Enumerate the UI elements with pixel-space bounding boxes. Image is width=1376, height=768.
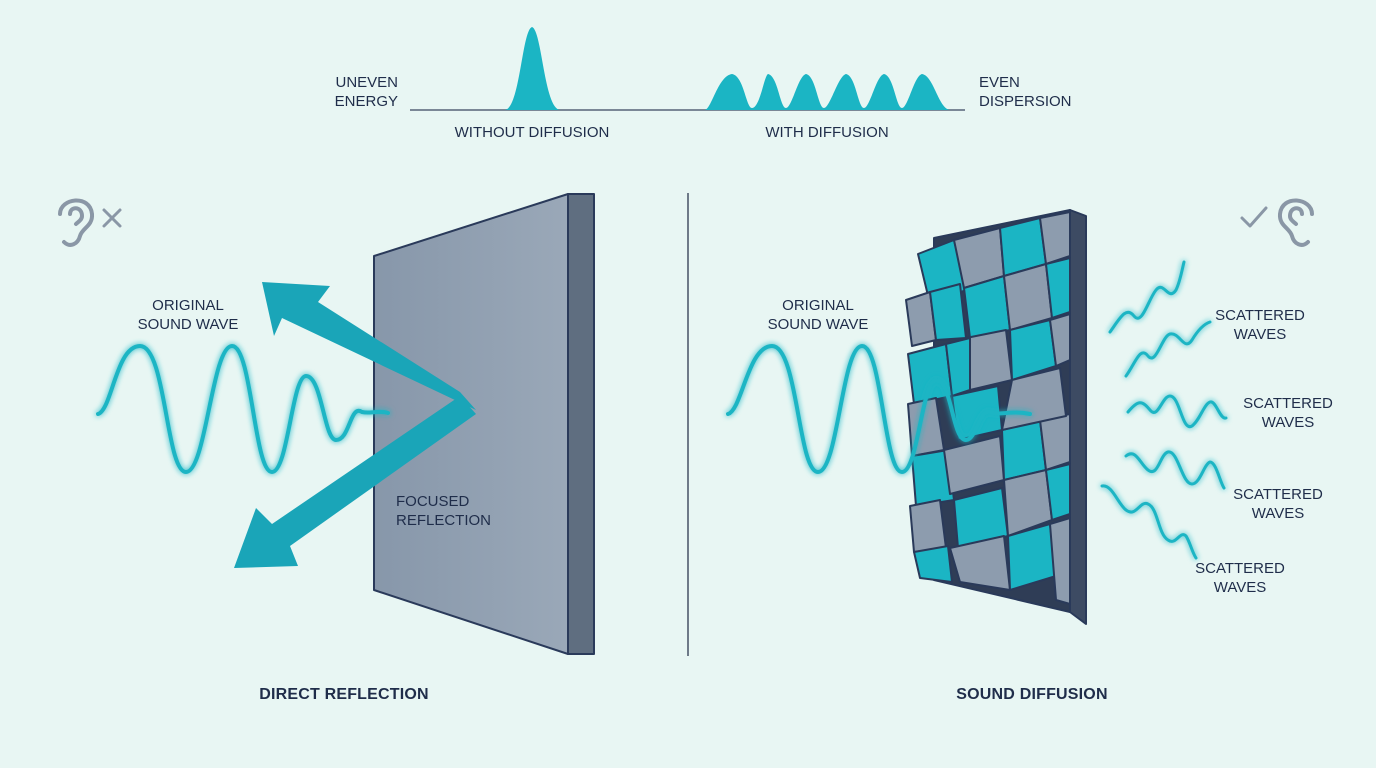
flat-wall xyxy=(373,193,595,655)
uneven-energy-label: UNEVEN ENERGY xyxy=(334,74,398,110)
original-sound-wave-right xyxy=(726,343,1032,475)
even-energy-peaks xyxy=(705,74,950,110)
without-diffusion-label: WITHOUT DIFFUSION xyxy=(454,124,610,141)
cross-icon xyxy=(102,208,122,228)
focused-reflection-label: FOCUSED REFLECTION xyxy=(396,493,492,529)
energy-graph xyxy=(410,27,965,111)
scattered-wave xyxy=(1124,450,1226,490)
scattered-waves-label: SCATTERED WAVES xyxy=(1215,307,1305,343)
original-sound-wave-label-left: ORIGINAL SOUND WAVE xyxy=(137,297,239,333)
original-sound-wave-label-right: ORIGINAL SOUND WAVE xyxy=(767,297,869,333)
scattered-wave xyxy=(1108,260,1186,334)
ear-icon xyxy=(1277,198,1314,247)
ear-icon xyxy=(58,198,95,247)
scattered-waves-label: SCATTERED WAVES xyxy=(1243,395,1333,431)
scattered-waves-label: SCATTERED WAVES xyxy=(1233,486,1323,522)
diffuser-backplate xyxy=(1069,209,1087,625)
scattered-wave xyxy=(1124,320,1212,378)
original-sound-wave-left xyxy=(96,343,390,475)
reflection-arrow-down xyxy=(234,396,476,568)
scattered-waves-label: SCATTERED WAVES xyxy=(1195,560,1285,596)
wall-face xyxy=(373,193,569,655)
sound-diffusion-title: SOUND DIFFUSION xyxy=(956,686,1108,703)
check-icon xyxy=(1240,206,1268,228)
scattered-waves xyxy=(1100,260,1228,560)
scattered-wave xyxy=(1126,394,1228,428)
single-energy-peak xyxy=(505,27,560,110)
reflection-arrow-up xyxy=(262,282,476,410)
even-dispersion-label: EVEN DISPERSION xyxy=(979,74,1072,110)
wall-edge xyxy=(567,193,595,655)
with-diffusion-label: WITH DIFFUSION xyxy=(765,124,889,141)
focused-reflection-arrows xyxy=(234,282,476,568)
diffuser-panel xyxy=(905,209,1087,625)
scattered-wave xyxy=(1100,484,1198,560)
direct-reflection-title: DIRECT REFLECTION xyxy=(259,686,429,703)
